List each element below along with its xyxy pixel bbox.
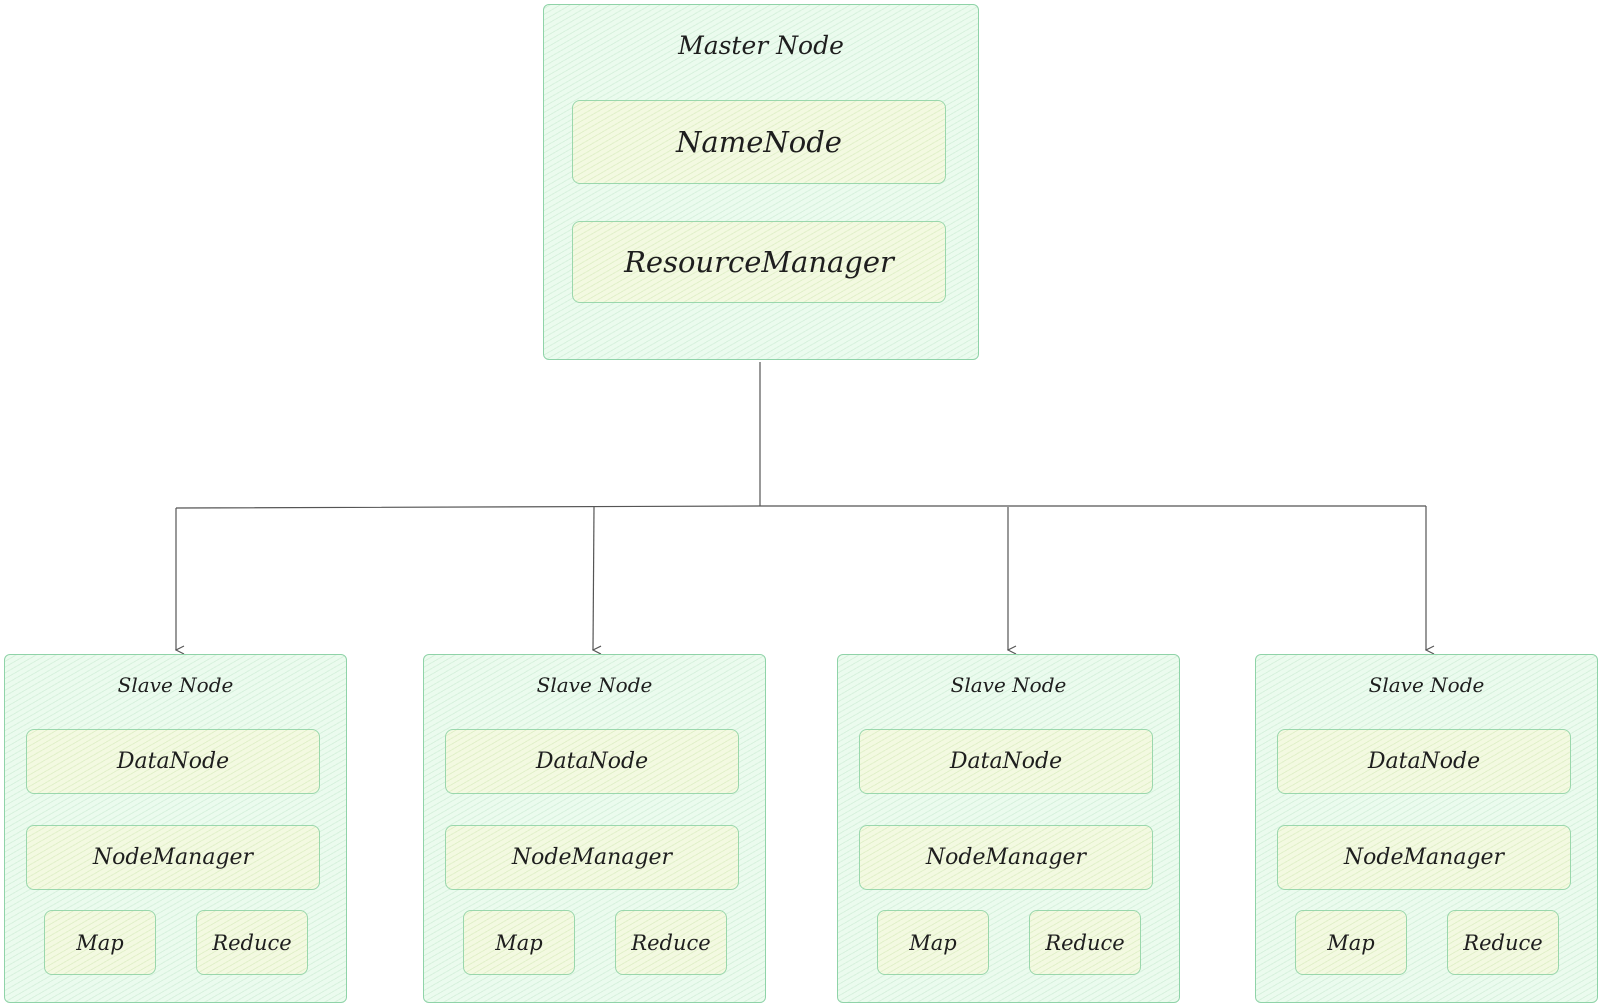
bus-connector [175,505,1426,509]
branch-connector-2 [593,506,594,650]
reduce-box: Reduce [196,910,308,975]
slave-node: Slave Node DataNode NodeManager Map Redu… [837,654,1180,1003]
slave-node: Slave Node DataNode NodeManager Map Redu… [1255,654,1598,1003]
map-box: Map [877,910,989,975]
nodemanager-box: NodeManager [1277,825,1571,890]
slave-node: Slave Node DataNode NodeManager Map Redu… [423,654,766,1003]
datanode-box: DataNode [1277,729,1571,794]
datanode-box: DataNode [859,729,1153,794]
slave-node-title: Slave Node [536,673,653,697]
datanode-box: DataNode [26,729,320,794]
master-node: Master Node NameNode ResourceManager [543,4,979,360]
reduce-box: Reduce [615,910,727,975]
map-box: Map [1295,910,1407,975]
slave-node-title: Slave Node [1368,673,1485,697]
nodemanager-box: NodeManager [445,825,739,890]
nodemanager-box: NodeManager [26,825,320,890]
reduce-box: Reduce [1447,910,1559,975]
nodemanager-box: NodeManager [859,825,1153,890]
slave-node: Slave Node DataNode NodeManager Map Redu… [4,654,347,1003]
resourcemanager-box: ResourceManager [572,221,946,303]
map-box: Map [463,910,575,975]
namenode-box: NameNode [572,100,946,184]
slave-node-title: Slave Node [117,673,234,697]
datanode-box: DataNode [445,729,739,794]
map-box: Map [44,910,156,975]
master-node-title: Master Node [678,31,844,60]
reduce-box: Reduce [1029,910,1141,975]
slave-node-title: Slave Node [950,673,1067,697]
